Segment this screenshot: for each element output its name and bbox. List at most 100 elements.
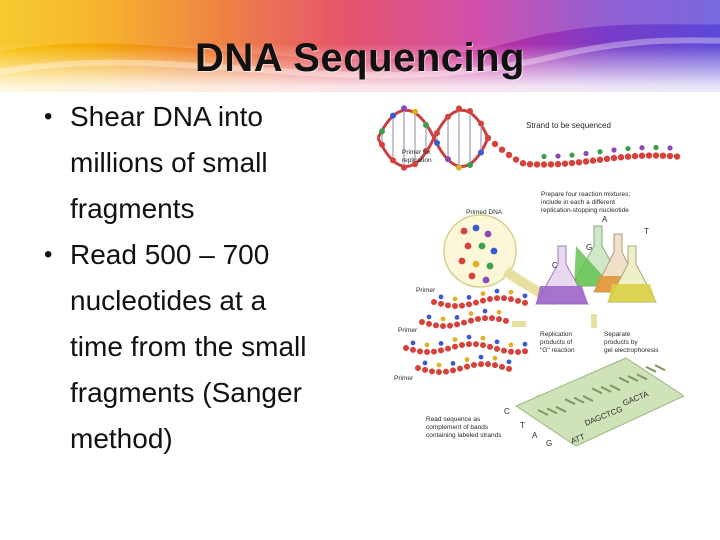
helix-nucleotide [423,121,429,128]
primer-backbone-bead [480,297,486,304]
strand-backbone-bead [575,159,583,166]
strand-backbone-bead [526,160,534,168]
primer-backbone-bead [496,316,502,323]
primed-nucleotide [484,230,492,238]
primed-nucleotide [472,224,480,232]
primer-backbone-bead [508,348,514,355]
primer-backbone-bead [447,322,453,329]
bullet-dot: • [44,103,53,130]
reaction-flasks: A T G C [535,215,657,305]
label-prepare-1: Prepare four reaction mixtures; [541,191,630,198]
strand-backbone-bead [631,152,639,160]
primer-base-bead [494,339,500,345]
gel-band [627,375,639,382]
primer-backbone-bead [487,295,493,302]
primer-backbone-bead [522,299,528,306]
strand-base-bead [597,149,603,155]
label-separate-1: Separate [604,331,631,338]
primer-base-bead [464,357,470,362]
helix-nucleotide [478,149,484,156]
primer-backbone-bead [487,343,493,350]
strand-backbone-bead [617,154,625,161]
gel-band [573,396,585,404]
primer-backbone-bead [508,296,514,303]
primer-base-bead [438,294,444,300]
primer-base-bead [522,341,528,347]
strand-backbone-bead [512,156,520,163]
strand-to-be-sequenced [484,134,681,168]
primer-backbone-bead [459,302,465,309]
strand-backbone-bead [589,157,597,164]
primer-backbone-bead [499,363,505,370]
label-primed-dna: Primed DNA [466,209,503,216]
bullet-line: fragments (Sanger [70,377,302,408]
strand-backbone-bead [596,156,604,163]
gel-label-g: G [546,439,552,448]
primer-backbone-bead [492,362,498,369]
primer-base-bead [506,359,512,365]
helix-nucleotide [434,140,440,147]
helix-backbone-bead [379,141,385,148]
primer-backbone-bead [471,361,477,368]
primer-backbone-bead [501,347,507,354]
gel-band [609,384,621,392]
bullet-line: fragments [70,193,195,224]
helix-backbone-bead [390,157,396,164]
label-primer-b: Primer [398,327,418,334]
strand-backbone-bead [610,154,618,162]
primed-dna-nucleotides [458,224,498,284]
replication-product-strands [403,288,528,375]
bullet-item-read: • Read 500 – 700 nucleotides at a time f… [44,232,364,462]
primer-backbone-bead [494,345,500,352]
helix-backbone-bead [423,148,429,155]
primer-base-bead [480,335,486,341]
primer-base-bead [410,340,416,346]
primer-backbone-bead [473,299,479,306]
primer-backbone-bead [445,302,451,309]
primer-backbone-bead [461,319,467,326]
primer-backbone-bead [417,348,423,355]
primer-base-bead [424,342,430,348]
primer-backbone-bead [515,297,521,304]
primer-backbone-bead [438,347,444,354]
primer-backbone-bead [403,345,409,351]
primer-base-bead [452,296,458,302]
label-prepare-3: replication-stopping nucleotide [541,207,629,214]
primer-backbone-bead [489,315,495,322]
gel-band [591,387,603,395]
primer-backbone-bead [454,321,460,328]
strand-backbone-bead [624,153,632,160]
gel-band [582,395,594,402]
strand-base-bead [667,145,673,151]
label-replication-2: products of [540,339,572,346]
strand-base-bead [541,153,547,160]
strand-backbone-bead [659,152,667,159]
primer-backbone-bead [443,368,449,375]
helix-nucleotide [379,128,385,135]
primer-base-bead [508,342,514,348]
primed-nucleotide [486,262,494,270]
label-separate-3: gel electrophoresis [604,347,659,354]
primer-backbone-bead [501,295,507,302]
strand-backbone-bead [547,161,555,168]
label-read-3: containing labeled strands [426,432,502,439]
primed-nucleotide [472,260,480,268]
sanger-diagram: Strand to be sequenced Primer for replic… [376,105,684,448]
dna-double-helix [376,105,490,171]
primer-backbone-bead [473,341,479,348]
flask-label-a: A [602,215,608,224]
primer-backbone-bead [457,365,463,372]
helix-backbone-bead [434,129,440,136]
primer-backbone-bead [480,342,486,349]
primer-base-bead [522,293,528,299]
label-primer-for-replication-2: replication [402,157,432,164]
strand-backbone-bead [491,140,499,148]
strand-backbone-bead [582,158,590,165]
strand-base-bead [611,147,617,153]
strand-backbone-bead [638,152,646,159]
header-fade [0,0,720,110]
primer-backbone-bead [431,348,437,355]
flask-g-liquid [608,284,656,302]
helix-nucleotide [412,108,418,115]
primer-backbone-bead [424,348,430,355]
